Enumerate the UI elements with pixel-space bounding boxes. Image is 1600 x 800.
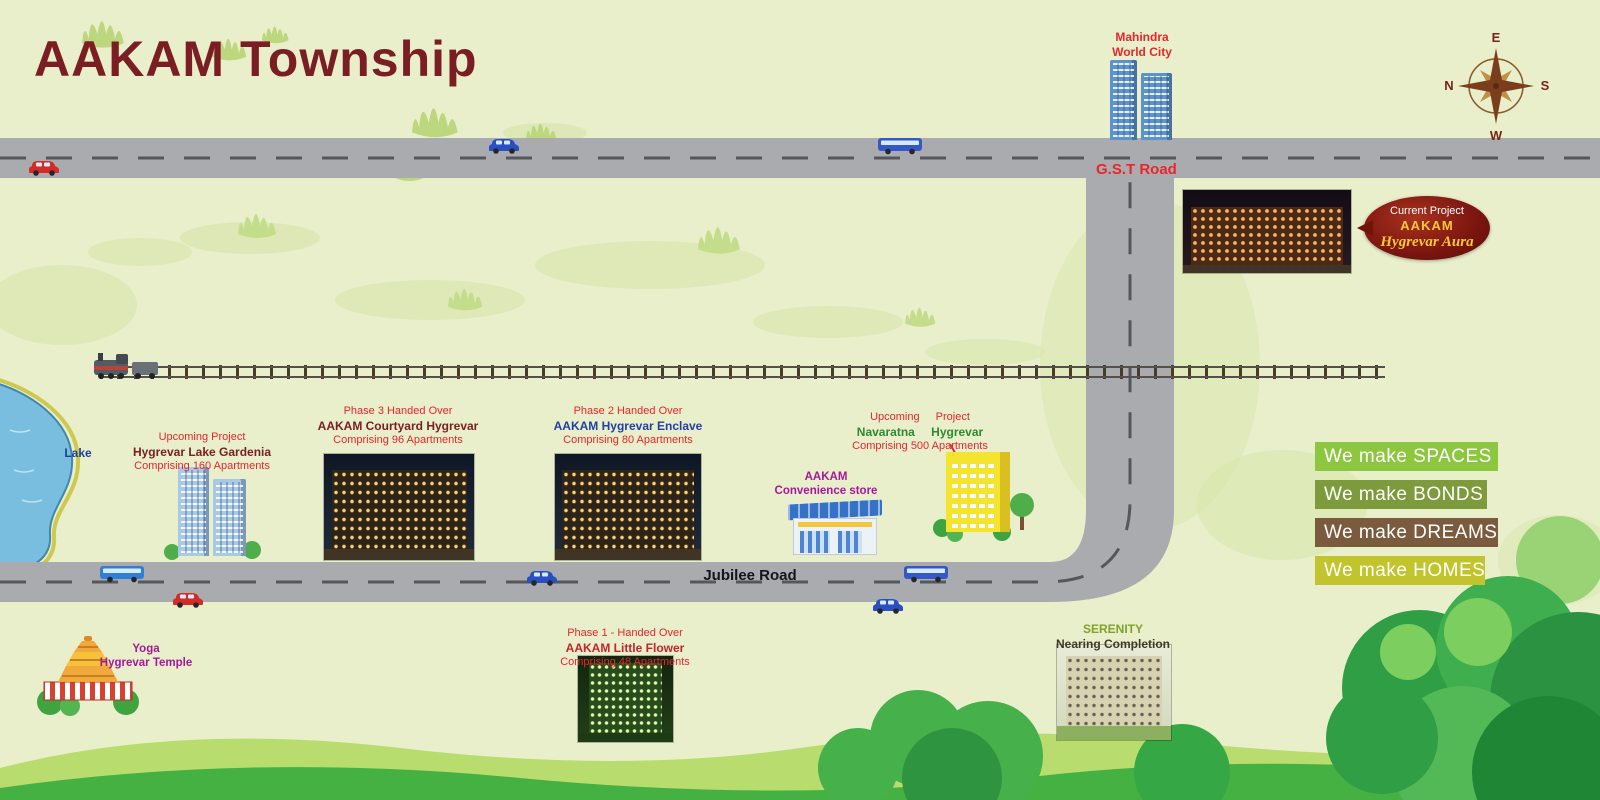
roads xyxy=(0,138,1600,602)
small-trees xyxy=(164,493,1034,560)
banner-we-make-spaces: We make SPACES xyxy=(1315,442,1498,471)
page-title: AAKAM Township xyxy=(34,31,478,87)
current-project-badge: Current Project AAKAM Hygrevar Aura xyxy=(1357,196,1490,260)
label-little-flower: Phase 1 - Handed Over AAKAM Little Flowe… xyxy=(560,627,690,670)
enclave-name: AAKAM Hygrevar Enclave xyxy=(553,418,703,433)
store-sign xyxy=(798,522,872,527)
mahindra-line2: World City xyxy=(1112,45,1172,59)
compass-s: S xyxy=(1541,78,1550,93)
banner-we-make-bonds: We make BONDS xyxy=(1315,480,1487,509)
photo-ground xyxy=(1057,725,1171,740)
label-convenience-store: AAKAM Convenience store xyxy=(775,470,878,499)
navaratna-status: Upcoming Project xyxy=(870,411,970,423)
lake-gardenia-name: Hygrevar Lake Gardenia xyxy=(132,444,272,459)
temple-icon xyxy=(37,636,139,716)
photo-serenity xyxy=(1057,645,1171,740)
serenity-status: Nearing Completion xyxy=(1055,637,1171,651)
mahindra-line1: Mahindra xyxy=(1115,30,1169,44)
temple-line1: Yoga xyxy=(132,643,160,655)
photo-hygrevar-enclave xyxy=(555,454,701,560)
lake-label: Lake xyxy=(64,446,91,461)
little-flower-units: Comprising 48 Apartments xyxy=(560,655,690,668)
lake-gardenia-tower-1 xyxy=(178,467,209,556)
label-courtyard-hygrevar: Phase 3 Handed Over AAKAM Courtyard Hygr… xyxy=(318,405,479,448)
lake-label-text: Lake xyxy=(64,446,92,460)
convenience-line1: AAKAM xyxy=(804,471,848,483)
badge-line2: AAKAM xyxy=(1400,217,1454,233)
little-flower-name: AAKAM Little Flower xyxy=(565,640,685,655)
banner-we-make-dreams: We make DREAMS xyxy=(1315,518,1498,547)
mahindra-tower-2 xyxy=(1141,73,1172,140)
navaratna-units: Comprising 500 Apartments xyxy=(852,439,988,452)
photo-building xyxy=(1066,656,1162,726)
photo-courtyard-hygrevar xyxy=(324,454,474,560)
photo-little-flower xyxy=(578,656,673,742)
photo-ground xyxy=(1183,264,1351,273)
photo-hygrevar-aura xyxy=(1183,190,1351,273)
enclave-units: Comprising 80 Apartments xyxy=(563,433,693,446)
serenity-name: SERENITY xyxy=(1082,622,1144,636)
railway-icon xyxy=(100,365,1385,379)
courtyard-name: AAKAM Courtyard Hygrevar xyxy=(317,418,479,433)
lake-gardenia-status: Upcoming Project xyxy=(158,431,246,443)
photo-building xyxy=(562,469,694,550)
photo-building xyxy=(331,469,467,550)
banner-we-make-homes: We make HOMES xyxy=(1315,556,1485,585)
compass-w: W xyxy=(1490,128,1503,143)
courtyard-units: Comprising 96 Apartments xyxy=(333,433,463,446)
convenience-line2: Convenience store xyxy=(774,485,878,498)
navaratna-name: Navaratna Hygrevar xyxy=(856,424,984,439)
photo-building xyxy=(1191,206,1343,267)
compass-e: E xyxy=(1492,30,1501,45)
enclave-status: Phase 2 Handed Over xyxy=(573,405,683,417)
mahindra-tower-1 xyxy=(1110,60,1137,140)
label-mahindra-world-city: Mahindra World City xyxy=(1112,30,1172,60)
gst-road-label: G.S.T Road xyxy=(1096,161,1177,178)
photo-ground xyxy=(324,549,474,560)
photo-building xyxy=(589,662,662,734)
lake-gardenia-tower-2 xyxy=(213,479,246,556)
store-shutter xyxy=(838,531,862,553)
store-icon xyxy=(788,498,882,558)
compass-n: N xyxy=(1444,78,1453,93)
lake-gardenia-units: Comprising 160 Apartments xyxy=(134,459,270,472)
badge-line3: Hygrevar Aura xyxy=(1380,234,1474,251)
temple-line2: Hygrevar Temple xyxy=(99,657,193,670)
badge-line1: Current Project xyxy=(1390,204,1464,217)
navaratna-building xyxy=(946,452,1010,532)
label-temple: Yoga Hygrevar Temple xyxy=(100,642,192,671)
courtyard-status: Phase 3 Handed Over xyxy=(343,405,453,417)
train-icon xyxy=(94,353,158,379)
label-lake-gardenia: Upcoming Project Hygrevar Lake Gardenia … xyxy=(133,431,271,474)
jubilee-road-label: Jubilee Road xyxy=(703,567,797,584)
label-navaratna-hygrevar: Upcoming Project Navaratna Hygrevar Comp… xyxy=(852,411,988,454)
photo-ground xyxy=(555,549,701,560)
photo-ground xyxy=(578,733,673,742)
label-serenity: SERENITY Nearing Completion xyxy=(1056,622,1170,652)
bushes-bottom-middle xyxy=(818,690,1230,800)
compass-rose-icon: E S W N xyxy=(1444,30,1549,143)
label-hygrevar-enclave: Phase 2 Handed Over AAKAM Hygrevar Encla… xyxy=(554,405,703,448)
jubilee-road-dash xyxy=(0,176,1132,584)
store-shutter xyxy=(800,531,830,553)
lake-icon xyxy=(0,378,81,580)
bushes-bottom-right xyxy=(1326,516,1600,800)
little-flower-status: Phase 1 - Handed Over xyxy=(567,627,683,639)
